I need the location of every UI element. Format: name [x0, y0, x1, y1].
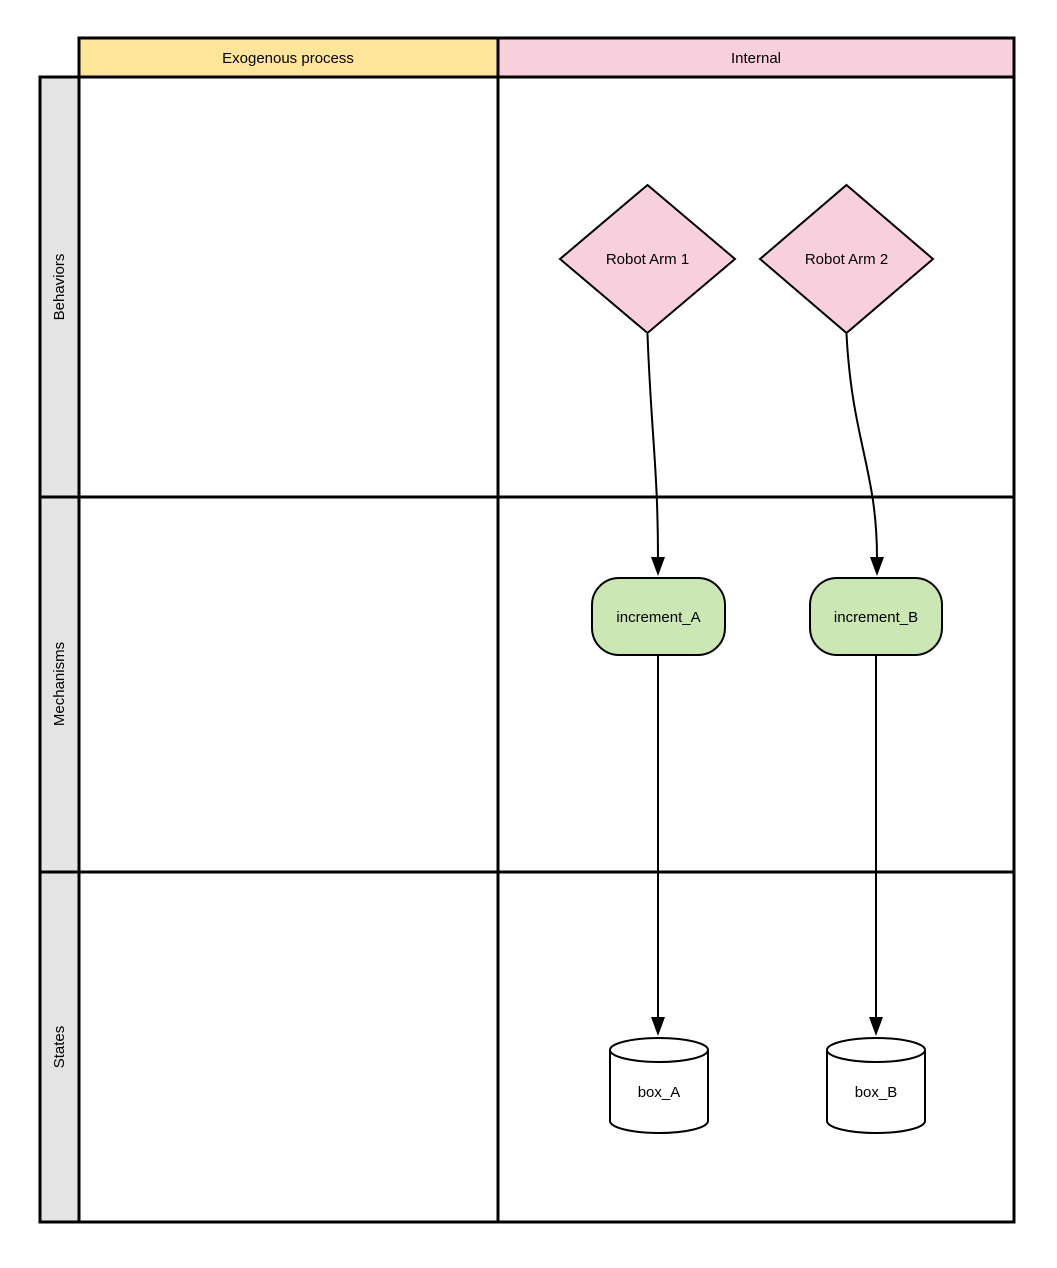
cell-states-internal: [496, 870, 1016, 1224]
edge-line: [845, 333, 878, 559]
node-increment-a-label: increment_A: [616, 609, 700, 626]
lane-header-mechanisms: Mechanisms: [38, 495, 81, 874]
lane-header-behaviors-label: Behaviors: [51, 254, 68, 321]
swimlane-grid: Exogenous process Internal Behaviors Mec…: [38, 36, 1016, 1224]
column-header-internal: Internal: [496, 36, 1016, 79]
lane-header-states-cell: [38, 870, 81, 1224]
lane-header-mechanisms-label: Mechanisms: [51, 642, 68, 726]
cell-states-exogenous: [77, 870, 500, 1224]
arrowhead-icon: [651, 557, 665, 576]
nodes: Robot Arm 1 Robot Arm 2 increment_A incr…: [558, 183, 943, 1134]
rounded-rect-shape: [809, 577, 943, 656]
node-box-a: box_A: [609, 1037, 709, 1134]
lane-header-behaviors-cell: [38, 75, 81, 499]
node-box-b: box_B: [826, 1037, 926, 1134]
lane-header-mechanisms-cell: [38, 495, 81, 874]
edge-increment-a-to-box-a: [651, 656, 665, 1036]
lane-header-states-label: States: [51, 1026, 68, 1069]
column-header-exogenous-label: Exogenous process: [222, 50, 354, 67]
diamond-shape: [558, 183, 737, 335]
edge-robot-arm-1-to-increment-a: [646, 333, 665, 576]
column-header-internal-label: Internal: [731, 50, 781, 67]
lane-header-behaviors: Behaviors: [38, 75, 81, 499]
edge-line: [646, 333, 659, 559]
node-robot-arm-1-label: Robot Arm 1: [606, 251, 689, 268]
node-increment-b-label: increment_B: [834, 609, 918, 626]
cylinder-top: [609, 1037, 709, 1063]
cell-mechanisms-exogenous: [77, 495, 500, 874]
arrowhead-icon: [651, 1017, 665, 1036]
node-box-a-label: box_A: [638, 1084, 681, 1101]
cell-mechanisms-internal: [496, 495, 1016, 874]
node-increment-b: increment_B: [809, 577, 943, 656]
cylinder-body: [826, 1050, 926, 1134]
arrowhead-icon: [870, 557, 884, 576]
cell-behaviors-internal: [496, 75, 1016, 499]
column-header-exogenous: Exogenous process: [77, 36, 500, 79]
edges: [646, 333, 884, 1036]
diamond-shape: [758, 183, 935, 335]
cylinder-top: [826, 1037, 926, 1063]
edge-robot-arm-2-to-increment-b: [845, 333, 884, 576]
cell-behaviors-exogenous: [77, 75, 500, 499]
node-robot-arm-2: Robot Arm 2: [758, 183, 935, 335]
rounded-rect-shape: [591, 577, 726, 656]
column-header-internal-cell: [496, 36, 1016, 79]
column-header-exogenous-cell: [77, 36, 500, 79]
node-increment-a: increment_A: [591, 577, 726, 656]
node-robot-arm-2-label: Robot Arm 2: [805, 251, 888, 268]
edge-increment-b-to-box-b: [869, 656, 883, 1036]
lane-header-states: States: [38, 870, 81, 1224]
node-robot-arm-1: Robot Arm 1: [558, 183, 737, 335]
arrowhead-icon: [869, 1017, 883, 1036]
node-box-b-label: box_B: [855, 1084, 898, 1101]
cylinder-body: [609, 1050, 709, 1134]
